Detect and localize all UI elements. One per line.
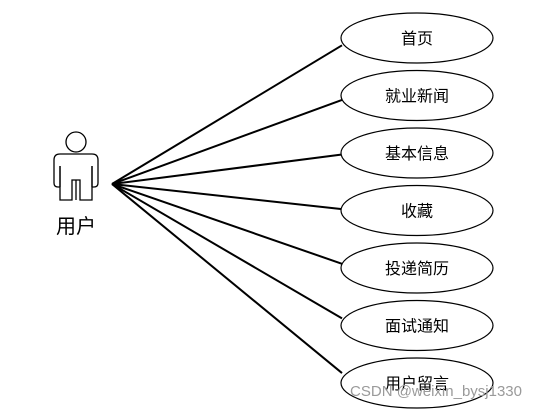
actor-label: 用户 (56, 214, 96, 238)
use-case-ellipse (340, 242, 494, 294)
actor-head (65, 131, 87, 153)
actor-body (53, 153, 99, 201)
association-line-user-message (111, 183, 343, 374)
use-case-label: 投递简历 (385, 259, 449, 278)
use-case-submit-resume: 投递简历 (340, 242, 494, 294)
use-case-ellipse (340, 127, 494, 179)
use-case-label: 就业新闻 (385, 87, 449, 106)
use-case-label: 用户留言 (385, 374, 449, 393)
association-line-interview-notice (111, 183, 343, 320)
watermark-text: CSDN @weixin_bysj1330 (350, 383, 522, 400)
use-case-favorites: 收藏 (340, 184, 494, 237)
use-case-ellipse (340, 69, 494, 122)
use-case-ellipse (340, 184, 494, 237)
use-case-basic-info: 基本信息 (340, 127, 494, 179)
use-case-interview-notice: 面试通知 (340, 299, 494, 352)
use-case-home: 首页 (340, 12, 494, 64)
association-lines (111, 44, 343, 374)
use-case-user-message: 用户留言 (340, 357, 494, 409)
use-case-label: 首页 (401, 29, 433, 48)
use-case-employment-news: 就业新闻 (340, 69, 494, 122)
association-line-submit-resume (111, 183, 343, 265)
association-line-basic-info (111, 153, 343, 185)
use-case-label: 收藏 (401, 202, 433, 221)
use-case-ellipse (340, 299, 494, 352)
association-line-employment-news (111, 98, 343, 185)
use-case-label: 基本信息 (385, 144, 449, 163)
actor-user: 用户 (53, 131, 99, 238)
use-case-label: 面试通知 (385, 317, 449, 336)
use-case-ellipse (340, 357, 494, 409)
association-line-home (111, 44, 343, 185)
use-case-ellipse (340, 12, 494, 64)
association-line-favorites (111, 183, 343, 211)
